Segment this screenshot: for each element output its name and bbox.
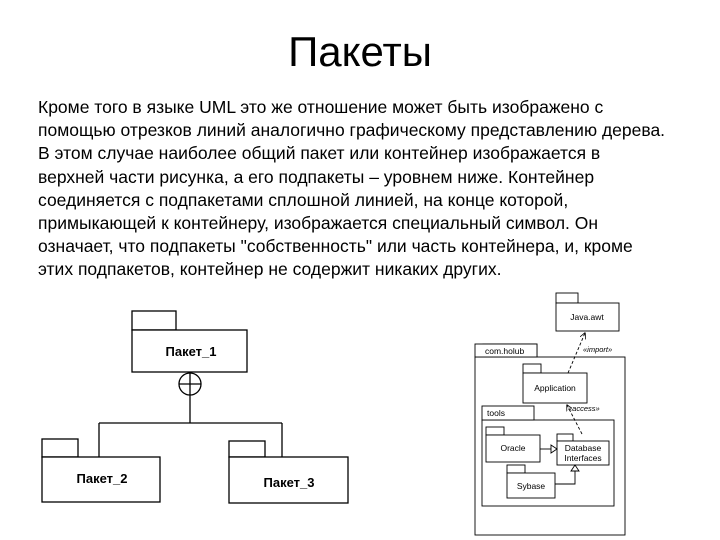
package-2-label: Пакет_2 xyxy=(77,471,128,486)
oracle-label: Oracle xyxy=(500,443,525,453)
package-3: Пакет_3 xyxy=(228,440,349,504)
package-3-label: Пакет_3 xyxy=(264,475,315,490)
paragraph-line: этих подпакетов, контейнер не содержит н… xyxy=(38,259,502,280)
slide-title: Пакеты xyxy=(288,28,432,75)
access-label: «access» xyxy=(568,404,600,413)
package-com-holub: com.holub xyxy=(474,343,626,536)
paragraph-line: примыкающей к контейнеру, изображается с… xyxy=(38,213,599,234)
package-tools: tools xyxy=(481,405,615,507)
application-label: Application xyxy=(534,383,576,393)
containment-symbol-icon xyxy=(178,372,202,396)
package-application: Application xyxy=(522,363,588,404)
paragraph-line: соединяется с подпакетами сплошной линие… xyxy=(38,189,569,210)
package-oracle: Oracle xyxy=(485,426,541,463)
tools-label: tools xyxy=(487,408,505,418)
import-label: «import» xyxy=(583,345,612,354)
import-dependency: «import» xyxy=(567,333,612,374)
package-1: Пакет_1 xyxy=(131,310,248,373)
com-holub-label: com.holub xyxy=(485,346,524,356)
paragraph-line: В этом случае наиболее общий пакет или к… xyxy=(38,143,601,164)
paragraph-line: Кроме того в языке UML это же отношение … xyxy=(38,97,604,117)
package-2: Пакет_2 xyxy=(41,438,161,503)
paragraph-line: помощью отрезков линий аналогично графич… xyxy=(38,120,666,141)
paragraph-line: верхней части рисунка, а его подпакеты –… xyxy=(38,166,595,187)
database-interfaces-label-line1: Database xyxy=(565,443,602,453)
dependency-diagram: Java.awt com.holub Application «import» … xyxy=(474,292,626,536)
generalization-arrows xyxy=(540,444,580,485)
body-paragraph: Кроме того в языке UML это же отношение … xyxy=(38,96,710,282)
package-sybase: Sybase xyxy=(506,464,556,499)
package-database-interfaces: Database Interfaces xyxy=(556,433,610,466)
sybase-label: Sybase xyxy=(517,481,546,491)
tree-connector xyxy=(98,395,283,457)
package-java-awt: Java.awt xyxy=(555,292,620,332)
tree-diagram: Пакет_1 Пакет_2 Пакет_3 xyxy=(41,310,349,504)
paragraph-line: означает, что подпакеты "собственность" … xyxy=(38,236,633,257)
package-1-label: Пакет_1 xyxy=(166,344,217,359)
java-awt-label: Java.awt xyxy=(570,312,604,322)
access-dependency: «access» xyxy=(567,404,600,435)
database-interfaces-label-line2: Interfaces xyxy=(564,453,601,463)
